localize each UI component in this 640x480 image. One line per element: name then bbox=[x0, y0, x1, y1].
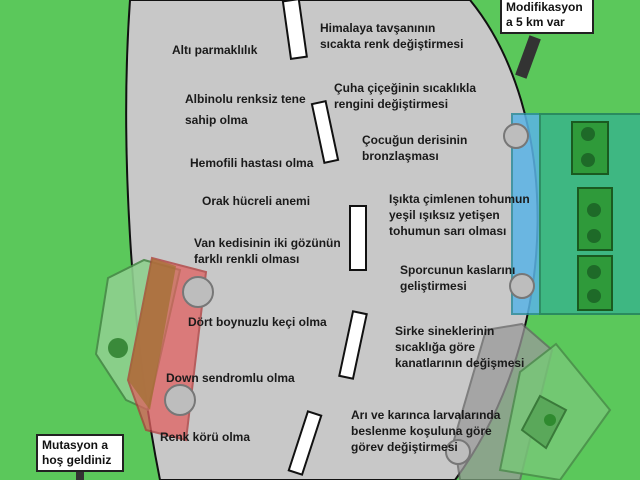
sign-line: a 5 km var bbox=[506, 15, 565, 29]
car-overlap bbox=[128, 258, 176, 410]
mutation-label: Hemofili hastası olma bbox=[190, 156, 314, 170]
wheel bbox=[182, 276, 214, 308]
car-light bbox=[108, 338, 128, 358]
car-light bbox=[581, 153, 595, 167]
car-light bbox=[581, 127, 595, 141]
wheel bbox=[509, 273, 535, 299]
car-light bbox=[587, 203, 601, 217]
mutation-label: Altı parmaklılık bbox=[172, 43, 258, 57]
sign-line: hoş geldiniz bbox=[42, 453, 112, 467]
sign-line: Mutasyon a bbox=[42, 438, 109, 452]
car-window bbox=[520, 394, 568, 450]
lane-markings bbox=[281, 0, 368, 476]
lane-dash bbox=[310, 100, 340, 164]
mutation-label: Albinolu renksiz tene bbox=[185, 92, 306, 106]
lane-dash bbox=[349, 205, 367, 271]
lane-dash bbox=[281, 0, 308, 60]
mutation-label: sahip olma bbox=[185, 113, 248, 127]
car-light bbox=[544, 414, 556, 426]
mutation-label: Orak hücreli anemi bbox=[202, 194, 311, 208]
wheel bbox=[164, 384, 196, 416]
sign-line: Modifikasyon bbox=[506, 0, 583, 14]
car-light bbox=[587, 229, 601, 243]
mutation-label: Dört boynuzlu keçi olma bbox=[188, 315, 327, 329]
wheel bbox=[503, 123, 529, 149]
car-light bbox=[587, 265, 601, 279]
sign-post-top-right bbox=[515, 35, 541, 79]
blue-car bbox=[503, 113, 640, 315]
lane-dash bbox=[287, 410, 323, 476]
sign-mutasyon: Mutasyon a hoş geldiniz bbox=[36, 434, 124, 472]
sign-post-bottom-left bbox=[76, 470, 84, 480]
wheel bbox=[445, 439, 471, 465]
sign-modifikasyon: Modifikasyon a 5 km var bbox=[500, 0, 594, 34]
lane-dash bbox=[338, 310, 368, 380]
red-car bbox=[94, 256, 214, 442]
mutation-label: Down sendromlu olma bbox=[166, 371, 295, 385]
car-light bbox=[587, 289, 601, 303]
mutation-label: Renk körü olma bbox=[160, 430, 251, 444]
green-car bbox=[445, 322, 612, 480]
